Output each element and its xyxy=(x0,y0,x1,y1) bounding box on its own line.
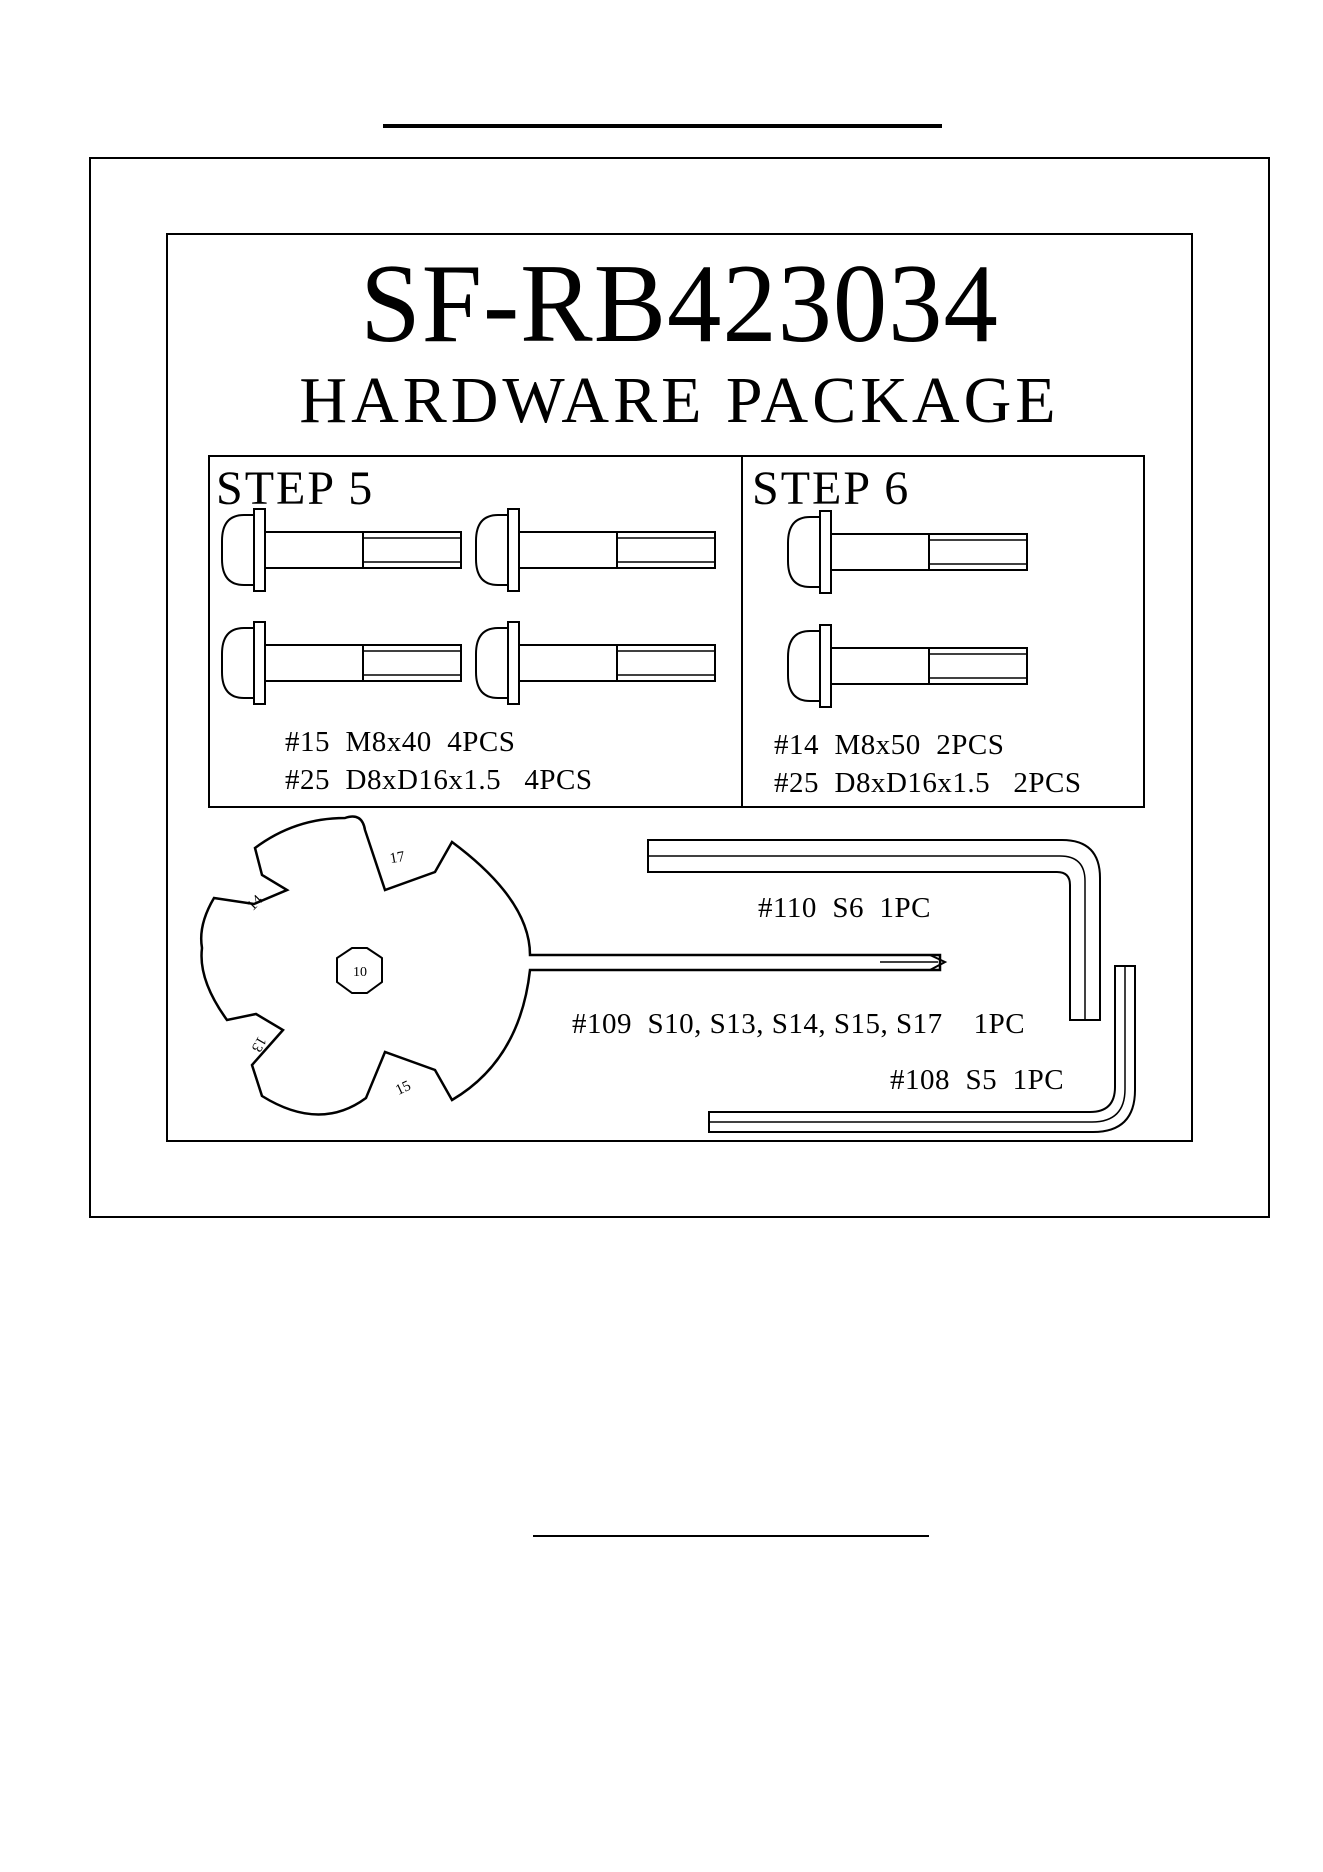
item-109-label: #109 S10, S13, S14, S15, S17 1PC xyxy=(572,1010,1025,1039)
allen-key-s6 xyxy=(648,840,1100,1020)
allen-key-s5 xyxy=(709,966,1135,1132)
item-110-label: #110 S6 1PC xyxy=(758,894,931,923)
item-108-label: #108 S5 1PC xyxy=(890,1066,1064,1095)
